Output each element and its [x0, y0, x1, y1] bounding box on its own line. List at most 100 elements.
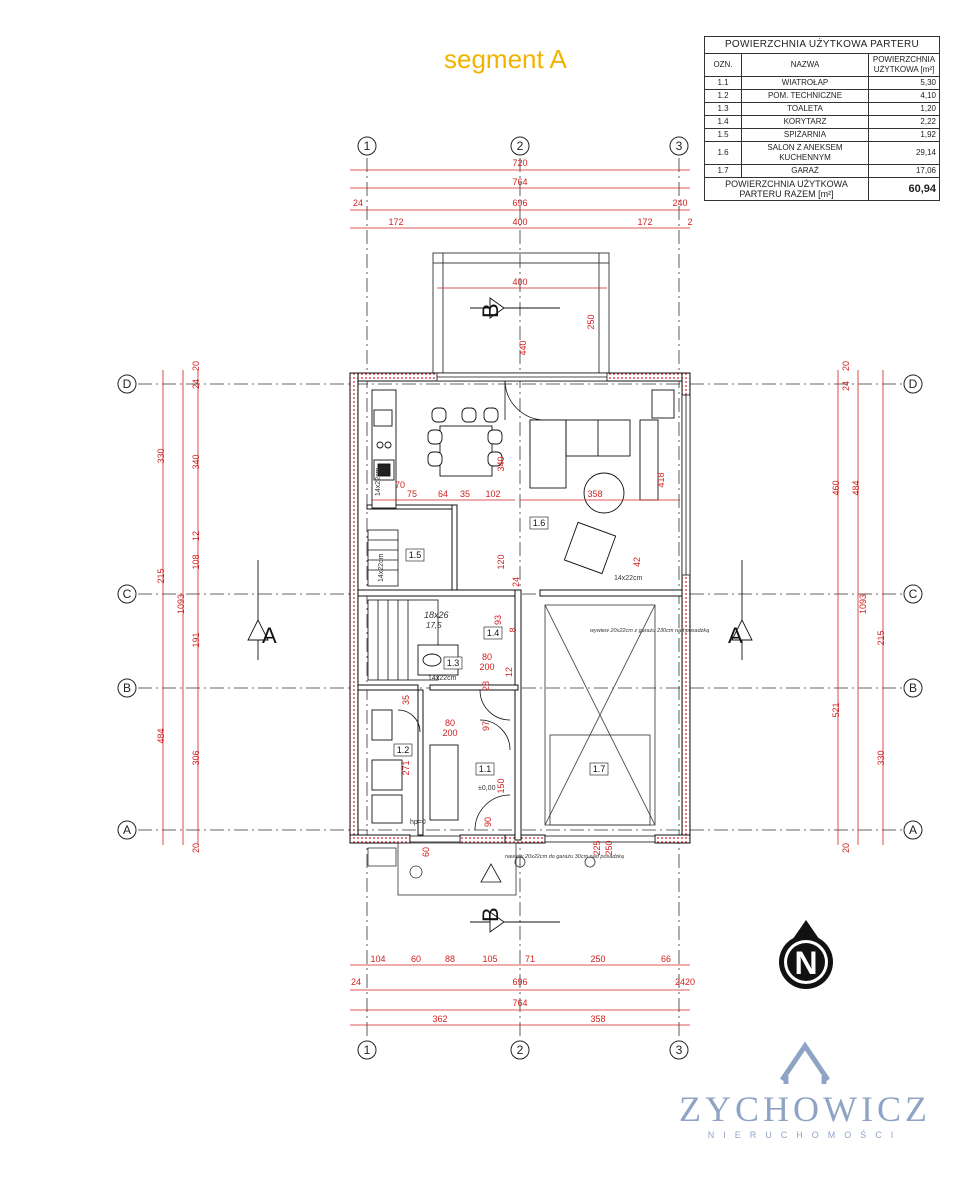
garage-car-outline: [544, 604, 656, 826]
dim-label: 20: [841, 361, 851, 371]
axis-bubble-b-right: [903, 678, 923, 698]
table-total-row: POWIERZCHNIA UŻYTKOWA PARTERU RAZEM [m²]…: [704, 177, 940, 201]
axis-label-a: A: [909, 823, 917, 837]
dim-label: 240: [672, 198, 687, 208]
axis-label-d: D: [909, 377, 918, 391]
dim-label: 20: [191, 843, 201, 853]
stairs-annotation: 17,5: [426, 621, 442, 630]
axis-label-2: 2: [517, 1043, 524, 1057]
stairs: [367, 529, 439, 681]
axis-label-3: 3: [676, 1043, 683, 1057]
windows: [409, 372, 691, 843]
room-label-1-4: 1.4: [487, 628, 500, 638]
vent-annotation: 14x22cm: [428, 675, 457, 682]
dim-label: 24: [511, 577, 521, 587]
logo-name: ZYCHOWICZ: [679, 1089, 931, 1129]
dim-label: 225: [592, 840, 602, 855]
room-label-1-1: 1.1: [479, 764, 492, 774]
dim-label: 75: [407, 489, 417, 499]
dim-label: 105: [482, 954, 497, 964]
dim-label: 191: [191, 632, 201, 647]
total-label: POWIERZCHNIA UŻYTKOWA PARTERU RAZEM [m²]: [704, 177, 869, 201]
section-label-b: B: [478, 303, 503, 318]
dim-label: 8: [508, 627, 518, 632]
dim-label: 28: [481, 681, 491, 691]
dim-label: 24: [675, 977, 685, 987]
dim-label: 271: [401, 760, 411, 775]
area-table: POWIERZCHNIA UŻYTKOWA PARTERU OZN. NAZWA…: [704, 36, 940, 201]
dim-label: 35: [460, 489, 470, 499]
axis-bubbles: [117, 136, 923, 1060]
axis-label-b: B: [909, 681, 917, 695]
axis-bubble-1-bottom: [357, 1040, 377, 1060]
axis-label-1: 1: [364, 1043, 371, 1057]
dim-label: 521: [831, 702, 841, 717]
total-value: 60,94: [868, 177, 940, 201]
dim-label: 108: [191, 554, 201, 569]
axis-bubble-2-top: [510, 136, 530, 156]
dim-label: 250: [604, 840, 614, 855]
dim-label: 172: [637, 217, 652, 227]
vent-annotation: 14x22cm: [378, 553, 385, 582]
dim-label: 20: [191, 361, 201, 371]
section-label-a: A: [262, 623, 277, 648]
dim-label: 330: [156, 448, 166, 463]
axis-bubble-d-left: [117, 374, 137, 394]
dim-label: 358: [587, 489, 602, 499]
axis-label-b: B: [123, 681, 131, 695]
dim-label: 215: [156, 568, 166, 583]
dim-label: 70: [395, 480, 405, 490]
dim-label: 460: [831, 480, 841, 495]
dim-label: 42: [632, 557, 642, 567]
axis-label-c: C: [123, 587, 132, 601]
dim-label: 484: [156, 728, 166, 743]
dim-label: 104: [370, 954, 385, 964]
dim-label: 764: [512, 177, 527, 187]
garage-vent-annotation: nawiew 20x22cm do garażu 30cm nad posadz…: [505, 854, 624, 860]
dim-label: 150: [496, 778, 506, 793]
axis-label-1: 1: [364, 139, 371, 153]
dim-label: 340: [191, 454, 201, 469]
dim-label: 20: [685, 977, 695, 987]
dim-label: 66: [661, 954, 671, 964]
north-label: N: [794, 945, 817, 981]
axis-label-a: A: [123, 823, 131, 837]
axis-bubble-c-right: [903, 584, 923, 604]
dim-label: 93: [493, 615, 503, 625]
dim-label: 60: [421, 847, 431, 857]
dim-label: 1093: [858, 594, 868, 614]
logo: ZYCHOWICZ NIERUCHOMOŚCI: [660, 1040, 950, 1150]
dim-label: 200: [479, 662, 494, 672]
dim-label: 440: [518, 340, 528, 355]
dim-label: 90: [483, 817, 493, 827]
dim-label: 696: [512, 977, 527, 987]
axis-bubble-3-bottom: [669, 1040, 689, 1060]
col-header-area-line2: UŻYTKOWA [m²]: [873, 65, 935, 74]
garage-vent-annotation: wywiew 20x22cm z garażu 230cm nad posadz…: [590, 628, 709, 634]
hp-annotation: hp=0: [410, 819, 426, 826]
dimension-lines: [162, 169, 884, 1026]
kitchen-units: [371, 389, 397, 509]
room-label-1-5: 1.5: [409, 550, 422, 560]
dim-label: 35: [401, 695, 411, 705]
axis-label-c: C: [909, 587, 918, 601]
dim-label: 306: [191, 750, 201, 765]
section-markers: [247, 297, 753, 933]
dim-label: 215: [876, 630, 886, 645]
dim-label: 64: [438, 489, 448, 499]
dim-label: 418: [656, 472, 666, 487]
section-label-a: A: [728, 623, 743, 648]
vent-annotation: 14x22cm: [614, 575, 643, 582]
dim-label: 102: [485, 489, 500, 499]
dim-label: 24: [191, 379, 201, 389]
grid-lines: [138, 158, 908, 1040]
dim-label: 720: [512, 158, 527, 168]
room-label-1-7: 1.7: [593, 764, 606, 774]
dim-label: 24: [841, 381, 851, 391]
axis-bubble-2-bottom: [510, 1040, 530, 1060]
